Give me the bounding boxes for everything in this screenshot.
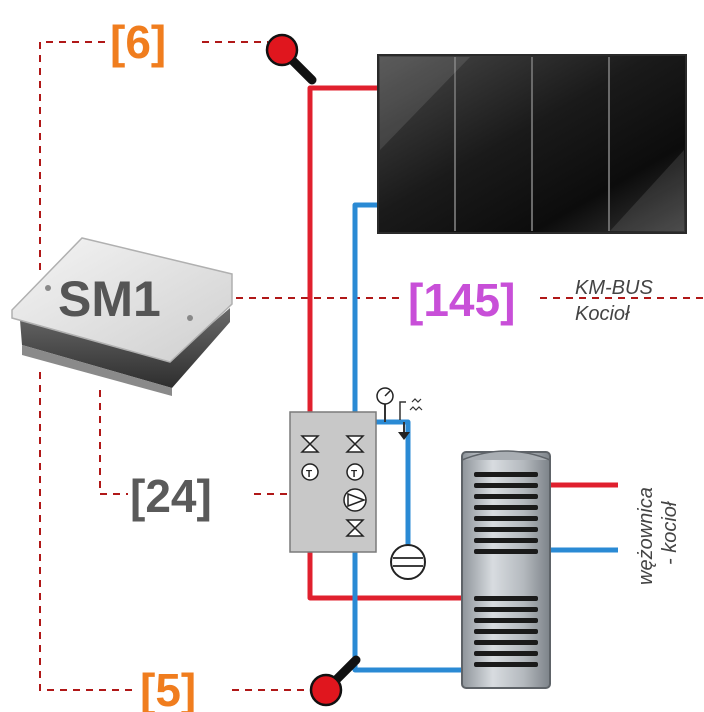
- sm1-module: SM1: [11, 237, 233, 396]
- thermometer-icon: [346, 463, 364, 481]
- valve-icon: [300, 435, 320, 453]
- storage-temperature-sensor-icon: [309, 655, 361, 707]
- thermometer-icon: [301, 463, 319, 481]
- solar-collector: [377, 54, 687, 234]
- coil-text-line2: - kocioł: [659, 501, 681, 565]
- svg-text:T: T: [351, 469, 357, 480]
- pump-station-label: [24]: [130, 470, 212, 522]
- svg-text:T: T: [306, 469, 312, 480]
- module-name: SM1: [58, 271, 161, 327]
- bus-text-line2: Kocioł: [575, 303, 630, 325]
- coil-text-line1: wężownica: [635, 487, 657, 585]
- bus-text-line1: KM-BUS: [575, 277, 653, 299]
- pump-station: T T: [289, 411, 377, 553]
- storage-tank: [461, 450, 551, 689]
- lower-coil: [474, 596, 538, 667]
- bus-label: [145]: [408, 274, 515, 326]
- relief-valve-icon: [399, 401, 406, 420]
- collector-temperature-sensor-icon: [265, 33, 317, 85]
- valve-icon: [345, 435, 365, 453]
- valve-icon: [345, 519, 365, 537]
- expansion-vessel-icon: [390, 544, 426, 580]
- upper-coil: [474, 472, 538, 554]
- collector-sensor-label: [6]: [110, 16, 166, 68]
- storage-sensor-label: [5]: [140, 664, 196, 712]
- safety-group: [376, 387, 423, 440]
